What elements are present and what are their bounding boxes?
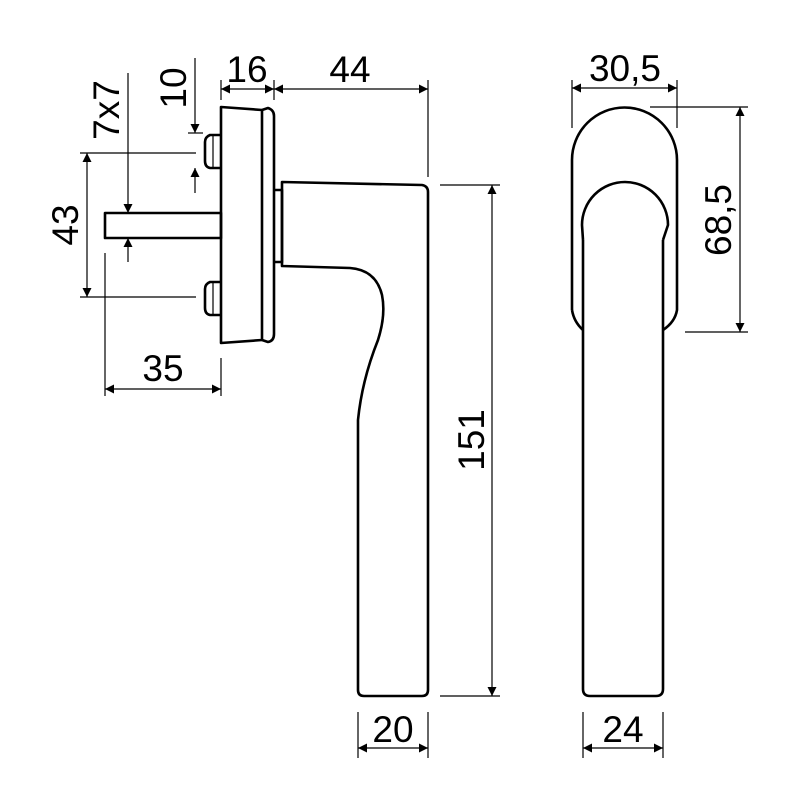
dimension-labels: 16 44 10 7x7 43 35 151 20 30,5 68,5 24 bbox=[45, 48, 739, 750]
grip-stem bbox=[581, 240, 665, 698]
rose-outline bbox=[570, 106, 679, 332]
dim-43: 43 bbox=[45, 204, 86, 245]
dim-20: 20 bbox=[372, 709, 413, 750]
dimension-lines bbox=[80, 58, 748, 758]
screw-upper bbox=[203, 133, 221, 170]
dim-7x7: 7x7 bbox=[86, 80, 127, 140]
dim-68-5: 68,5 bbox=[698, 184, 739, 256]
dim-24: 24 bbox=[602, 709, 643, 750]
spindle bbox=[103, 211, 223, 240]
side-view bbox=[103, 105, 430, 698]
dim-30-5: 30,5 bbox=[589, 48, 661, 89]
dim-151: 151 bbox=[451, 409, 492, 471]
dim-44: 44 bbox=[329, 49, 370, 90]
screw-lower bbox=[203, 280, 221, 317]
dim-35: 35 bbox=[142, 348, 183, 389]
handle-lever bbox=[280, 180, 430, 698]
grip-arch bbox=[580, 180, 670, 241]
front-view bbox=[570, 106, 679, 698]
rose-plate bbox=[219, 105, 264, 345]
dim-10: 10 bbox=[153, 67, 194, 108]
dim-16: 16 bbox=[226, 49, 267, 90]
rose-ring bbox=[261, 106, 276, 344]
